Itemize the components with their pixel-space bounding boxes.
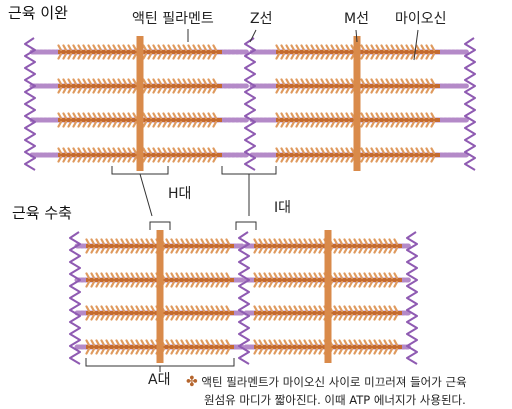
contracted-label: 근육 수축: [12, 204, 72, 222]
a-band-label: A대: [148, 372, 171, 388]
contracted-myosin-heads: [253, 272, 399, 288]
relaxed-label: 근육 이완: [8, 4, 68, 22]
relaxed-myosin-heads: [57, 147, 218, 163]
contracted-myosin-heads: [253, 339, 399, 355]
z-line-label: Z선: [250, 11, 273, 27]
h-band-leader-line: [139, 173, 153, 217]
relaxed-z-line: [464, 37, 476, 171]
i-band-label: I대: [274, 200, 292, 216]
relaxed-myosin-heads: [57, 78, 218, 94]
relaxed-myosin-heads: [57, 44, 218, 60]
myosin-label: 마이오신: [395, 11, 447, 27]
actin-label: 액틴 필라멘트: [132, 11, 214, 27]
note-line-1: 액틴 필라멘트가 마이오신 사이로 미끄러져 들어가 근육: [201, 375, 467, 389]
contraction-note: ✤ 액틴 필라멘트가 마이오신 사이로 미끄러져 들어가 근육 원섬유 마디가 …: [186, 372, 467, 409]
contracted-myosin-heads: [85, 339, 231, 355]
i-band-bracket-contracted: [235, 221, 257, 230]
contracted-myosin-heads: [85, 238, 231, 254]
contracted-z-line: [69, 231, 81, 365]
z-lines: [24, 37, 476, 365]
contracted-z-line: [406, 231, 418, 365]
actin-filaments: [29, 49, 471, 350]
z-line-leader-line: [249, 29, 257, 43]
h-band-label: H대: [168, 186, 192, 202]
relaxed-z-line: [24, 37, 36, 171]
relaxed-myosin-heads: [57, 112, 218, 128]
annotations: [85, 29, 419, 372]
myosin-leader-line: [413, 29, 419, 61]
contracted-myosin-heads: [253, 238, 399, 254]
contracted-z-line: [238, 231, 250, 365]
contracted-myosin-heads: [85, 305, 231, 321]
relaxed-myosin-heads: [275, 112, 436, 128]
clover-bullet-icon: ✤: [186, 374, 198, 390]
relaxed-z-line: [244, 37, 256, 171]
relaxed-myosin-heads: [275, 78, 436, 94]
relaxed-myosin-heads: [275, 44, 436, 60]
h-band-bracket-contracted: [149, 221, 171, 230]
m-line-label: M선: [344, 11, 369, 27]
contracted-myosin-heads: [85, 272, 231, 288]
note-line-2: 원섬유 마디가 짧아진다. 이때 ATP 에너지가 사용된다.: [204, 393, 466, 408]
relaxed-myosin-heads: [275, 147, 436, 163]
m-lines: [136, 36, 361, 363]
m-line-leader-line: [355, 29, 358, 43]
contracted-myosin-heads: [253, 305, 399, 321]
